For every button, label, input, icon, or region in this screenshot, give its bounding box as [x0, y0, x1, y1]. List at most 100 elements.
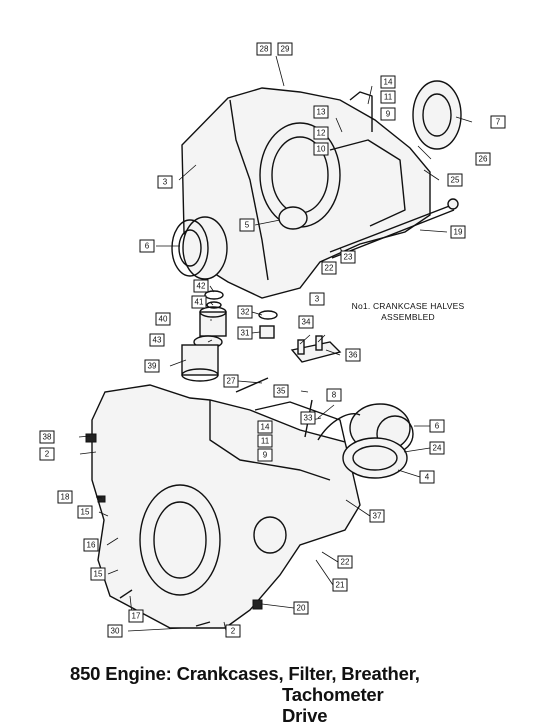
svg-text:39: 39: [148, 362, 157, 371]
exploded-diagram: [78, 55, 473, 632]
svg-text:15: 15: [81, 508, 90, 517]
callout-12: 12: [313, 126, 329, 140]
callout-42: 42: [193, 279, 209, 293]
svg-text:28: 28: [260, 45, 269, 54]
callout-9: 9: [380, 107, 396, 121]
callout-32: 32: [237, 305, 253, 319]
svg-text:7: 7: [496, 118, 501, 127]
stud-icon: [329, 204, 455, 259]
svg-text:43: 43: [153, 336, 162, 345]
callout-37: 37: [369, 509, 385, 523]
svg-text:6: 6: [145, 242, 150, 251]
callout-33: 33: [300, 411, 316, 425]
callout-35: 35: [273, 384, 289, 398]
callout-24: 24: [429, 441, 445, 455]
callout-38: 38: [39, 430, 55, 444]
callout-26: 26: [475, 152, 491, 166]
callout-11b: 11: [257, 434, 273, 448]
tachometer-drive-icon: [290, 335, 342, 363]
callout-34: 34: [298, 315, 314, 329]
svg-text:38: 38: [43, 433, 52, 442]
callout-13: 13: [313, 105, 329, 119]
assembly-note: No1. CRANKCASE HALVES ASSEMBLED: [348, 301, 468, 323]
callout-43: 43: [149, 333, 165, 347]
svg-text:8: 8: [332, 391, 337, 400]
callout-25: 25: [447, 173, 463, 187]
callout-6: 6: [139, 239, 155, 253]
svg-text:23: 23: [344, 253, 353, 262]
callout-40: 40: [155, 312, 171, 326]
svg-text:22: 22: [325, 264, 334, 273]
callout-2: 2: [39, 447, 55, 461]
callout-23: 23: [340, 250, 356, 264]
assembly-note-line1: No1. CRANKCASE HALVES: [351, 301, 465, 311]
callout-3: 3: [157, 175, 173, 189]
callout-6b: 6: [429, 419, 445, 433]
callout-29: 29: [277, 42, 293, 56]
callout-28: 28: [256, 42, 272, 56]
callout-21: 21: [332, 578, 348, 592]
svg-text:15: 15: [94, 570, 103, 579]
svg-text:16: 16: [87, 541, 96, 550]
callout-3b: 3: [309, 292, 325, 306]
bush-icon: [278, 206, 308, 230]
svg-text:33: 33: [304, 414, 313, 423]
svg-text:14: 14: [261, 423, 270, 432]
washer-icon: [258, 310, 278, 320]
callout-8: 8: [326, 388, 342, 402]
bearing-icon: [171, 216, 228, 280]
svg-text:34: 34: [302, 318, 311, 327]
svg-text:17: 17: [132, 612, 141, 621]
svg-text:26: 26: [479, 155, 488, 164]
svg-text:37: 37: [373, 512, 382, 521]
callout-9b: 9: [257, 448, 273, 462]
svg-text:12: 12: [317, 129, 326, 138]
callout-14b: 14: [257, 420, 273, 434]
svg-text:6: 6: [435, 422, 440, 431]
callout-39: 39: [144, 359, 160, 373]
svg-text:11: 11: [261, 437, 270, 446]
svg-text:3: 3: [315, 295, 320, 304]
callout-31: 31: [237, 326, 253, 340]
svg-text:13: 13: [317, 108, 326, 117]
callout-41: 41: [191, 295, 207, 309]
callout-10: 10: [313, 142, 329, 156]
svg-text:19: 19: [454, 228, 463, 237]
svg-text:25: 25: [451, 176, 460, 185]
callout-14: 14: [380, 75, 396, 89]
callout-5: 5: [239, 218, 255, 232]
callout-22b: 22: [337, 555, 353, 569]
callout-layer: 28 29 14 11 9 7 13 12 10 26 25 3 5 6 19 …: [39, 42, 506, 638]
svg-text:22: 22: [341, 558, 350, 567]
svg-text:41: 41: [195, 298, 204, 307]
svg-text:30: 30: [111, 627, 120, 636]
svg-text:42: 42: [197, 282, 206, 291]
callout-15b: 15: [90, 567, 106, 581]
callout-18: 18: [57, 490, 73, 504]
oil-seal-icon: [412, 80, 462, 150]
callout-36: 36: [345, 348, 361, 362]
svg-text:36: 36: [349, 351, 358, 360]
svg-text:31: 31: [241, 329, 250, 338]
svg-text:3: 3: [163, 178, 168, 187]
callout-20: 20: [293, 601, 309, 615]
bearing-icon: [317, 403, 414, 479]
caption-line2: Tachometer Drive: [282, 684, 384, 726]
svg-text:2: 2: [231, 627, 236, 636]
svg-text:18: 18: [61, 493, 70, 502]
assembly-note-line2: ASSEMBLED: [381, 312, 435, 322]
svg-text:2: 2: [45, 450, 50, 459]
callout-19: 19: [450, 225, 466, 239]
svg-text:11: 11: [384, 93, 393, 102]
callout-27: 27: [223, 374, 239, 388]
callout-22: 22: [321, 261, 337, 275]
svg-text:32: 32: [241, 308, 250, 317]
oil-filter-icon: [181, 290, 227, 382]
svg-text:21: 21: [336, 581, 345, 590]
svg-text:9: 9: [263, 451, 268, 460]
svg-text:24: 24: [433, 444, 442, 453]
svg-text:14: 14: [384, 78, 393, 87]
crankcase-upper-half-icon: [181, 87, 431, 299]
svg-text:5: 5: [245, 221, 250, 230]
crankcase-lower-half-icon: [91, 384, 361, 629]
